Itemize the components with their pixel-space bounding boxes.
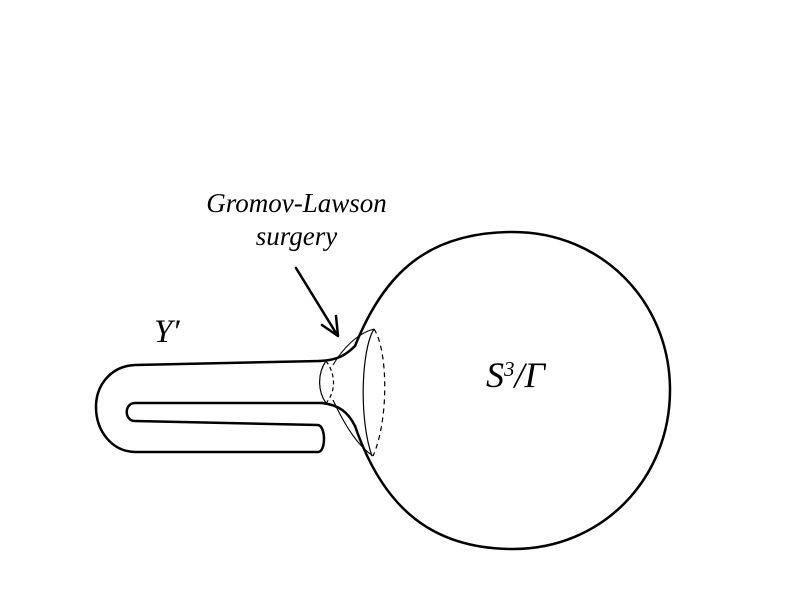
gromov-lawson-surgery-label: Gromov-Lawson surgery <box>194 187 399 253</box>
surgery-label-line-1: Gromov-Lawson <box>206 188 387 218</box>
quotient-exponent: 3 <box>504 357 515 381</box>
spherical-space-form-boundary <box>353 230 672 551</box>
neck-front-ellipse <box>319 360 327 404</box>
surgery-region-front-ellipse <box>362 328 375 457</box>
quotient-suffix: /Γ <box>514 355 545 395</box>
surgery-pointer-arrow <box>294 266 338 335</box>
neck-flare-upper-line <box>332 328 375 366</box>
quotient-base: S <box>486 355 504 395</box>
surgery-label-line-2: surgery <box>255 221 338 251</box>
neck-flare-lower-line <box>332 399 374 457</box>
spherical-quotient-label: S3/Γ <box>486 357 545 393</box>
neck-tube-lower-edge <box>320 401 357 428</box>
neck-back-ellipse <box>325 360 335 404</box>
surgery-region-back-ellipse <box>372 328 386 457</box>
arrowhead-icon <box>320 314 340 338</box>
neck-tube-upper-edge <box>318 344 357 363</box>
y-prime-label: Y′ <box>154 314 180 350</box>
folded-tube-outer-boundary <box>94 359 326 454</box>
